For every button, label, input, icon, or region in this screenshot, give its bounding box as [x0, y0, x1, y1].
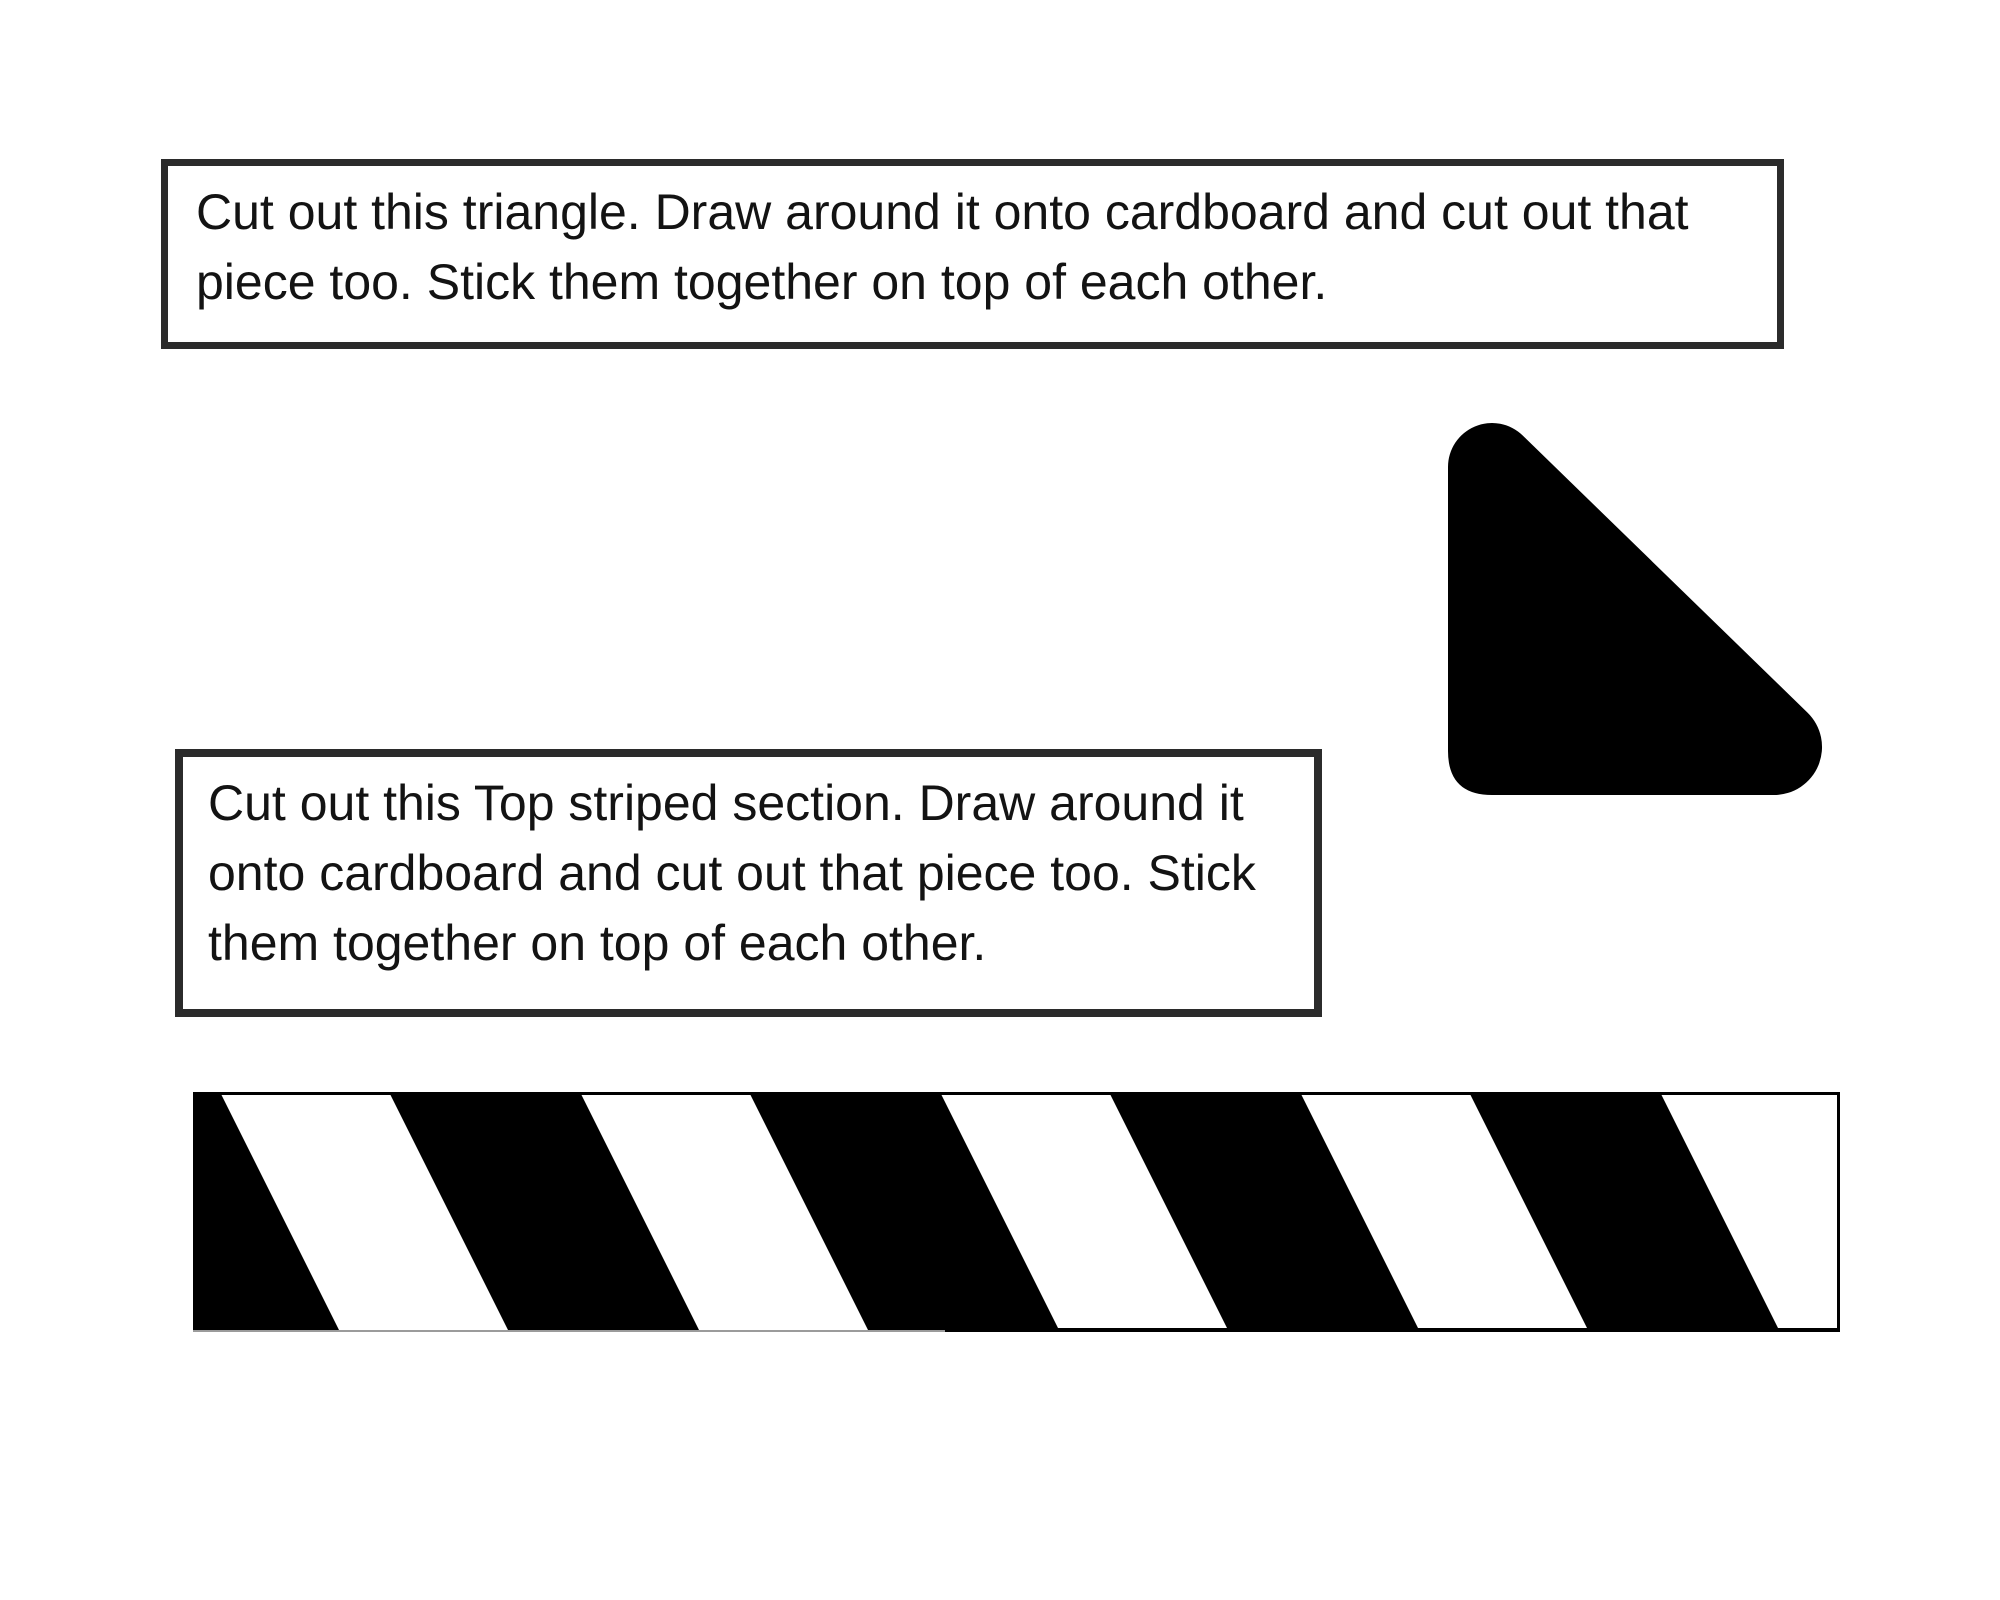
instruction-text-line: Cut out this triangle. Draw around it on…: [196, 184, 1689, 240]
instruction-text-line: onto cardboard and cut out that piece to…: [208, 845, 1256, 901]
instruction-box-triangle: Cut out this triangle. Draw around it on…: [161, 159, 1784, 349]
instruction-box-striped-section: Cut out this Top striped section. Draw a…: [175, 749, 1322, 1017]
instruction-text-line: Cut out this Top striped section. Draw a…: [208, 775, 1244, 831]
triangle-cutout-shape: [1448, 423, 1823, 795]
striped-bar-cutout: [193, 1092, 1840, 1332]
instruction-text-line: them together on top of each other.: [208, 915, 987, 971]
diagonal-stripes: [193, 1092, 1780, 1332]
instruction-text-line: piece too. Stick them together on top of…: [196, 254, 1328, 310]
